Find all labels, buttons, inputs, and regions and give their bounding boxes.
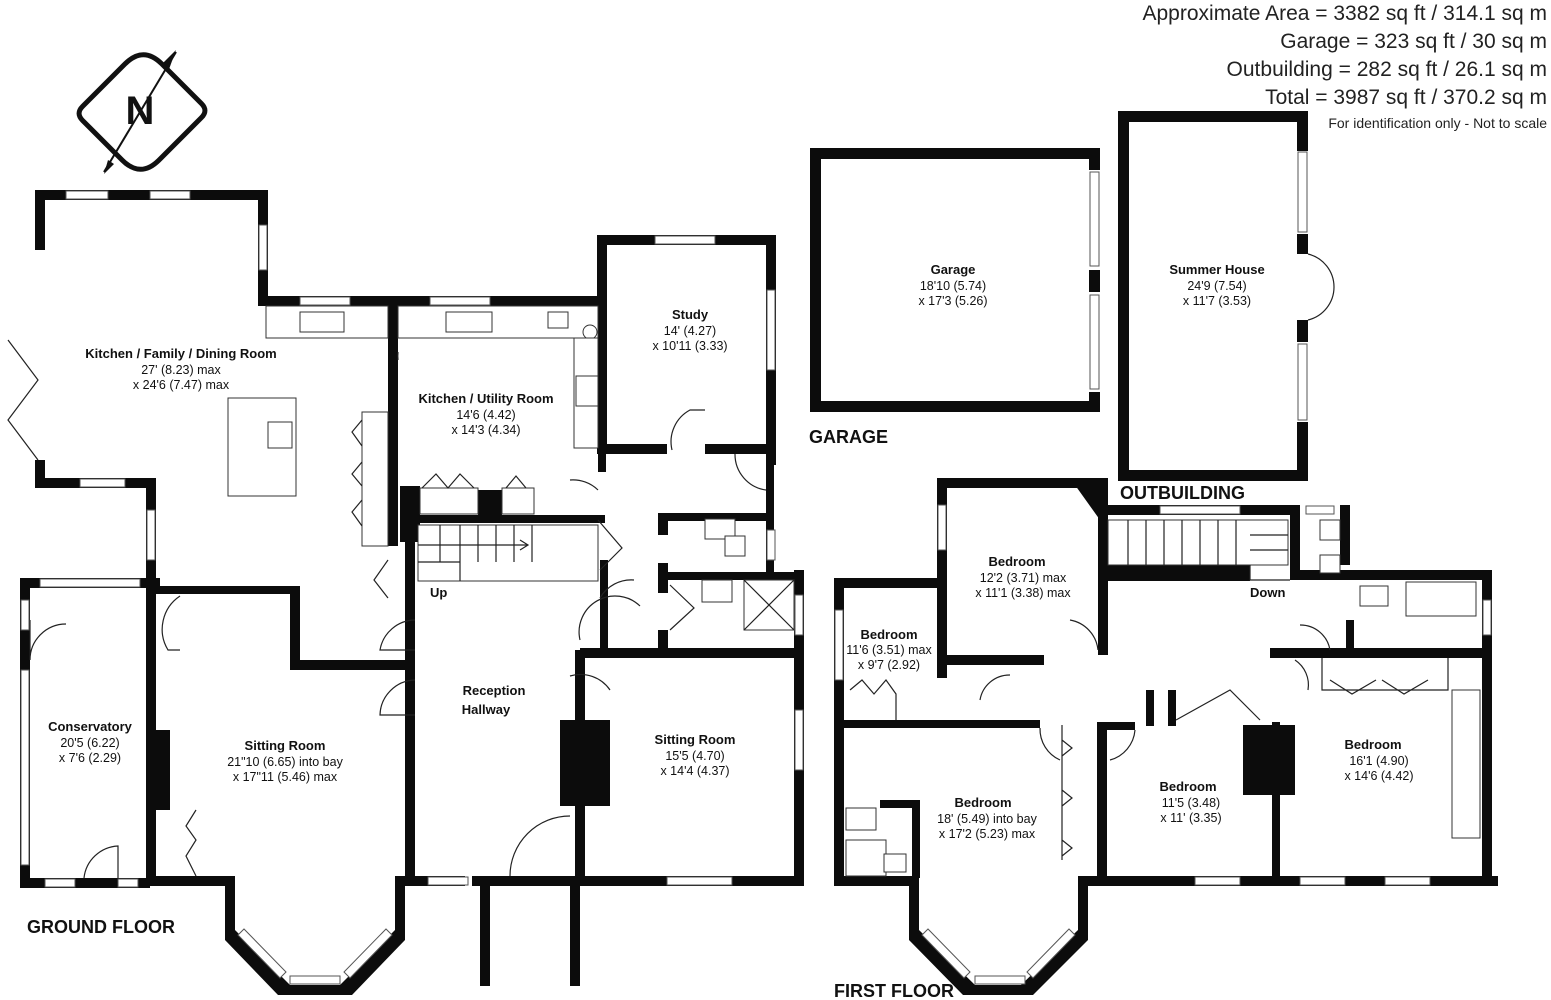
room-dimension: x 11'7 (3.53) bbox=[1183, 294, 1251, 308]
room-name: Conservatory bbox=[48, 719, 133, 734]
room-dimension: 16'1 (4.90) bbox=[1349, 754, 1408, 768]
room-dimension: x 17'2 (5.23) max bbox=[939, 827, 1036, 841]
room-name: Bedroom bbox=[954, 795, 1011, 810]
approximate-area: Approximate Area = 3382 sq ft / 314.1 sq… bbox=[1142, 2, 1548, 25]
room-dimension: 24'9 (7.54) bbox=[1187, 279, 1246, 293]
room-name: Sitting Room bbox=[655, 732, 736, 747]
room-name: Bedroom bbox=[1159, 779, 1216, 794]
floor-labels: GROUND FLOOR FIRST FLOOR GARAGE OUTBUILD… bbox=[27, 427, 1245, 1000]
room-dimension: x 14'6 (4.42) bbox=[1344, 769, 1413, 783]
stairs-up-label: Up bbox=[430, 585, 447, 600]
room-dimension: 21"10 (6.65) into bay bbox=[227, 755, 343, 769]
room-name: Garage bbox=[931, 262, 976, 277]
room-dimension: x 9'7 (2.92) bbox=[858, 658, 920, 672]
outbuilding-area: Outbuilding = 282 sq ft / 26.1 sq m bbox=[1226, 58, 1547, 81]
garage-label: GARAGE bbox=[809, 427, 888, 447]
room-dimension: 18' (5.49) into bay bbox=[937, 812, 1037, 826]
ground-floor-windows bbox=[20, 190, 804, 985]
area-summary: Approximate Area = 3382 sq ft / 314.1 sq… bbox=[1143, 0, 1548, 133]
first-floor-windows bbox=[834, 504, 1492, 985]
garage-outline bbox=[810, 148, 1100, 412]
room-name: Kitchen / Utility Room bbox=[418, 391, 553, 406]
garage-area: Garage = 323 sq ft / 30 sq m bbox=[1280, 30, 1547, 53]
first-floor-fittings bbox=[845, 519, 1481, 877]
scale-disclaimer: For identification only - Not to scale bbox=[1328, 115, 1547, 131]
room-name: Bedroom bbox=[988, 554, 1045, 569]
hob-icon bbox=[575, 375, 599, 407]
room-name: Study bbox=[672, 307, 709, 322]
room-dimension: 12'2 (3.71) max bbox=[980, 571, 1067, 585]
room-name: Reception bbox=[463, 683, 526, 698]
bath-icon bbox=[1405, 581, 1477, 617]
summer-house-outline bbox=[1118, 111, 1335, 481]
compass-letter: N bbox=[126, 89, 155, 133]
kitchen-sink-icon bbox=[299, 311, 345, 333]
room-dimension: x 7'6 (2.29) bbox=[59, 751, 121, 765]
room-dimension: x 17'3 (5.26) bbox=[918, 294, 987, 308]
room-name: Kitchen / Family / Dining Room bbox=[85, 346, 276, 361]
ground-floor-fittings bbox=[7, 305, 795, 879]
room-dimension: x 24'6 (7.47) max bbox=[133, 378, 230, 392]
room-dimension: x 10'11 (3.33) bbox=[652, 339, 727, 353]
room-name: Bedroom bbox=[860, 627, 917, 642]
room-dimension: 11'6 (3.51) max bbox=[846, 643, 932, 657]
room-dimension: 14'6 (4.42) bbox=[456, 408, 515, 422]
island-hob-icon bbox=[267, 421, 293, 449]
utility-sink-icon bbox=[445, 311, 493, 333]
room-dimension: 20'5 (6.22) bbox=[60, 736, 119, 750]
room-dimension: x 14'3 (4.34) bbox=[451, 423, 520, 437]
first-floor-label: FIRST FLOOR bbox=[834, 981, 954, 1000]
room-labels: Kitchen / Family / Dining Room 27' (8.23… bbox=[48, 262, 1413, 841]
room-name: Hallway bbox=[462, 702, 511, 717]
room-name: Bedroom bbox=[1344, 737, 1401, 752]
room-name: Sitting Room bbox=[245, 738, 326, 753]
room-name: Summer House bbox=[1169, 262, 1264, 277]
north-compass-icon: N bbox=[76, 50, 208, 174]
room-dimension: 15'5 (4.70) bbox=[665, 749, 724, 763]
room-dimension: x 11'1 (3.38) max bbox=[975, 586, 1071, 600]
room-dimension: x 11' (3.35) bbox=[1160, 811, 1221, 825]
room-dimension: 27' (8.23) max bbox=[141, 363, 221, 377]
total-area: Total = 3987 sq ft / 370.2 sq m bbox=[1265, 86, 1547, 109]
room-dimension: x 14'4 (4.37) bbox=[660, 764, 729, 778]
room-dimension: 11'5 (3.48) bbox=[1162, 796, 1220, 810]
ground-floor-label: GROUND FLOOR bbox=[27, 917, 175, 937]
stairs-down-label: Down bbox=[1250, 585, 1285, 600]
room-dimension: x 17"11 (5.46) max bbox=[233, 770, 338, 784]
outbuilding-label: OUTBUILDING bbox=[1120, 483, 1245, 503]
room-dimension: 14' (4.27) bbox=[664, 324, 716, 338]
room-dimension: 18'10 (5.74) bbox=[920, 279, 986, 293]
